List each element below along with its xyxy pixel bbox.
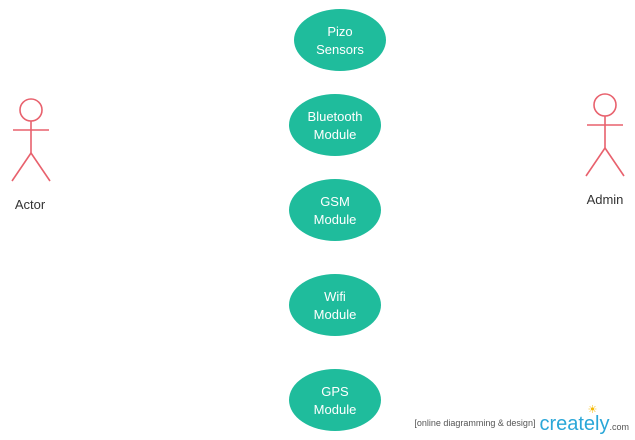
usecase-ellipse: [294, 9, 386, 71]
usecase-ellipse: [289, 94, 381, 156]
actor-left[interactable]: Actor: [11, 98, 51, 212]
creately-watermark: [online diagramming & design] ☀ creately…: [414, 405, 629, 435]
usecase-bluetooth-module[interactable]: Bluetooth Module: [289, 94, 381, 156]
sun-icon: ☀: [587, 404, 598, 416]
watermark-tagline: [online diagramming & design]: [414, 418, 536, 428]
usecase-gps-module[interactable]: GPS Module: [289, 369, 381, 431]
logo-domain: .com: [609, 422, 629, 432]
usecase-pizo-sensors[interactable]: Pizo Sensors: [294, 9, 386, 71]
stick-figure-icon: [11, 98, 51, 182]
usecase-gsm-module[interactable]: GSM Module: [289, 179, 381, 241]
usecase-ellipse: [289, 274, 381, 336]
usecase-wifi-module[interactable]: Wifi Module: [289, 274, 381, 336]
actor-label: Actor: [15, 197, 46, 212]
usecase-ellipse: [289, 369, 381, 431]
creately-logo: ☀ creately.com: [539, 405, 629, 435]
usecase-line2: Module: [314, 307, 357, 322]
usecase-line1: GSM: [320, 194, 350, 209]
actor-right[interactable]: Admin: [585, 93, 625, 207]
logo-text: creately: [539, 413, 610, 435]
usecase-line2: Module: [314, 402, 357, 417]
usecase-ellipse: [289, 179, 381, 241]
usecase-line2: Module: [314, 212, 357, 227]
usecase-line1: Pizo: [327, 24, 352, 39]
usecase-line2: Sensors: [316, 42, 364, 57]
usecase-line1: Wifi: [324, 289, 346, 304]
usecase-line2: Module: [314, 127, 357, 142]
usecase-line1: GPS: [321, 384, 349, 399]
usecase-line1: Bluetooth: [308, 109, 363, 124]
actor-label: Admin: [587, 192, 624, 207]
stick-figure-icon: [585, 93, 625, 177]
